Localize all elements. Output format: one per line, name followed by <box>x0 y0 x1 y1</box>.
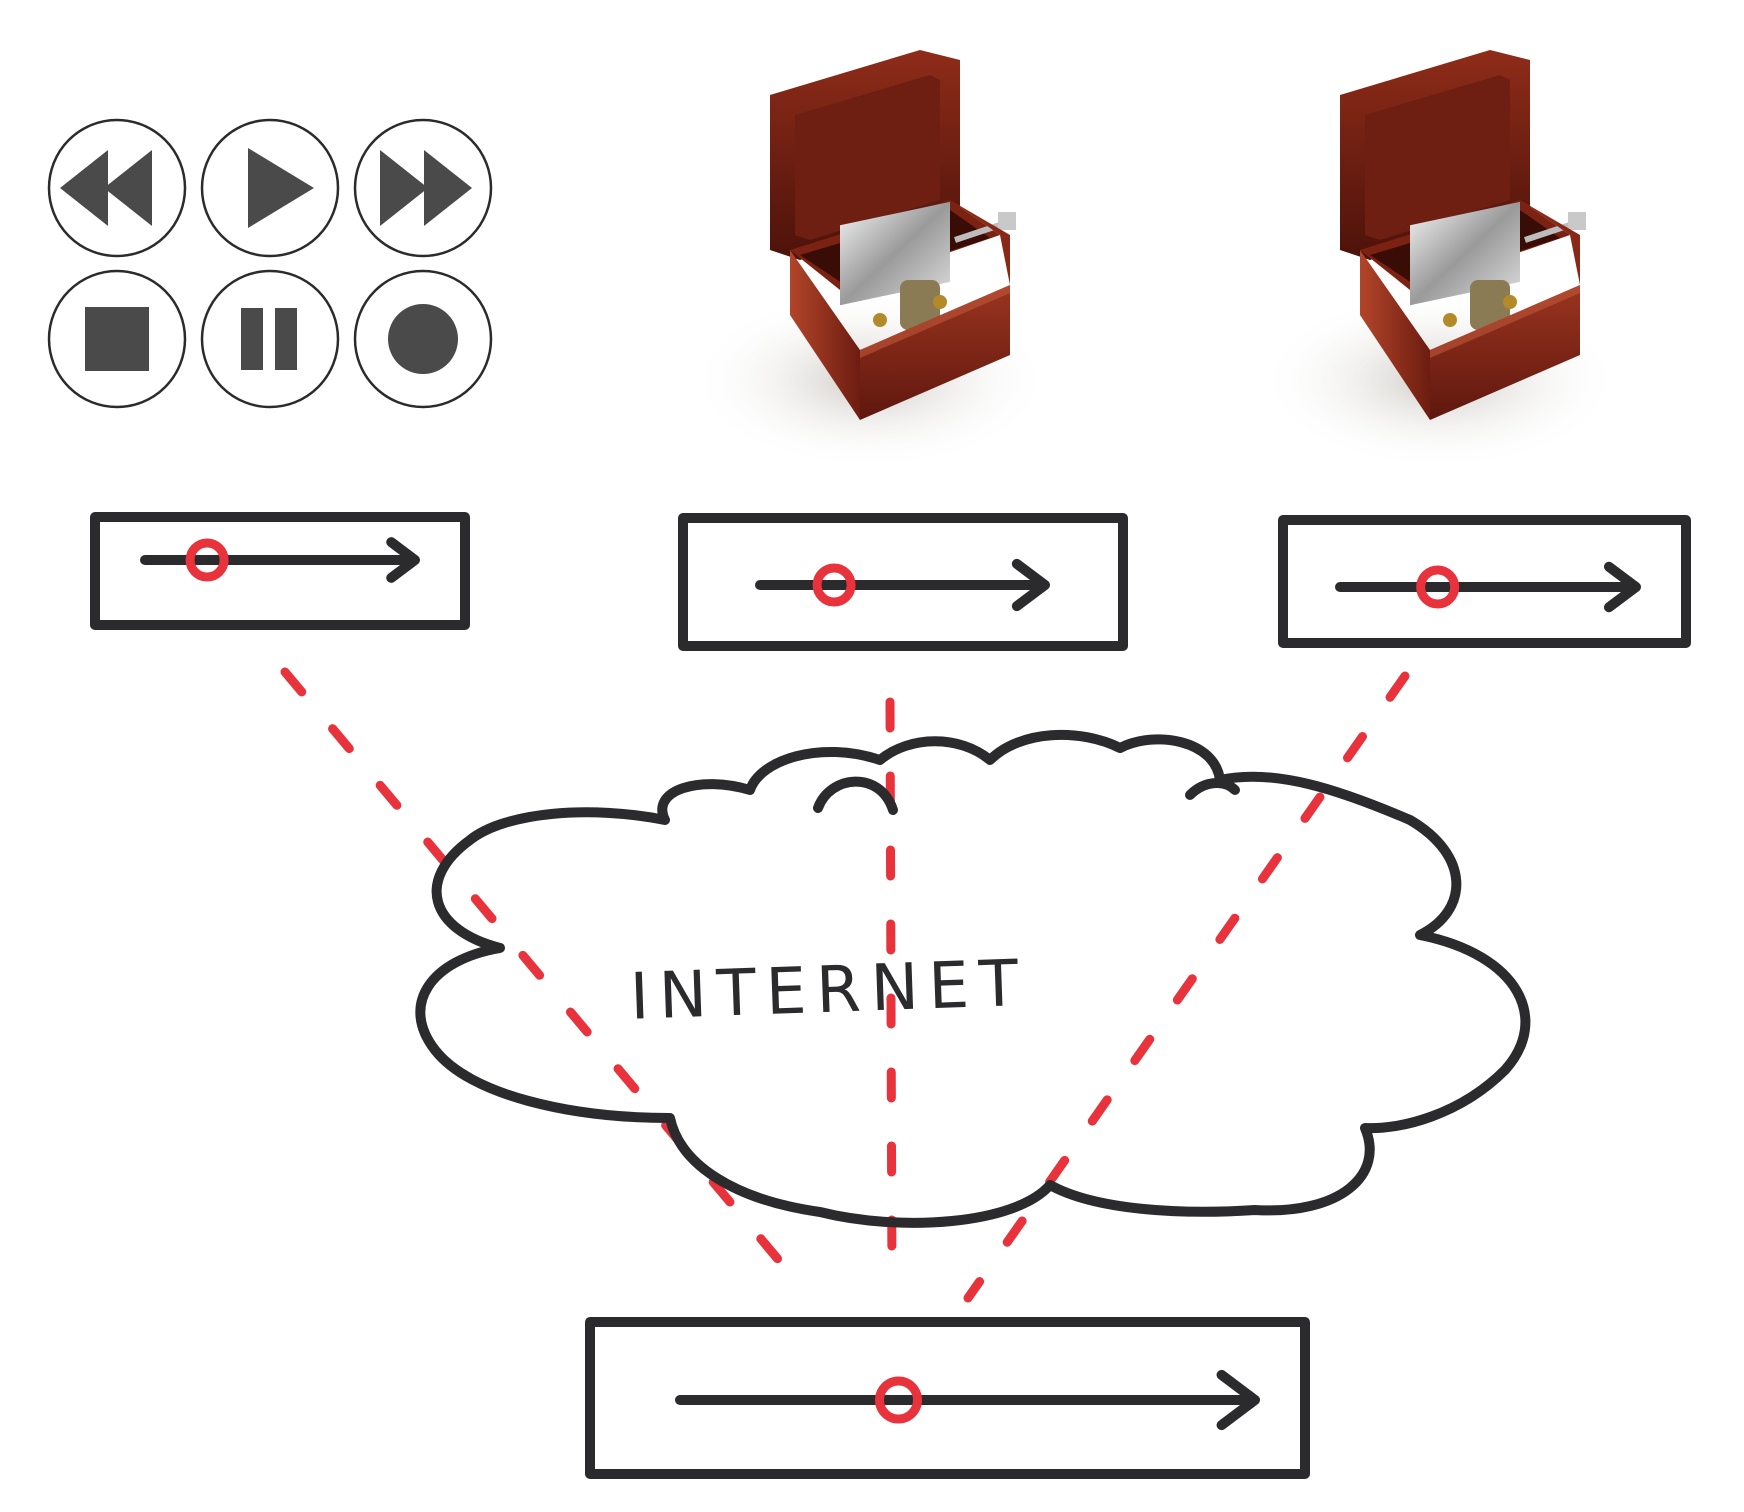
stop-icon <box>85 307 149 371</box>
music-box-image-1 <box>690 50 1050 470</box>
playhead-marker[interactable] <box>875 1376 922 1424</box>
pause-icon <box>241 308 297 370</box>
play-icon <box>248 148 314 228</box>
timeline-frame <box>585 1317 1310 1479</box>
cloud-label: INTERNET <box>629 947 1029 1035</box>
rewind-button[interactable] <box>47 118 187 258</box>
timeline-arrow <box>755 558 1050 612</box>
connection-line-right <box>963 671 1410 1303</box>
record-icon <box>388 304 458 374</box>
timeline-frame <box>678 513 1128 651</box>
play-button[interactable] <box>200 118 340 258</box>
internet-cloud: INTERNET <box>415 729 1531 1228</box>
fast-forward-button[interactable] <box>353 118 493 258</box>
pause-button[interactable] <box>200 269 340 409</box>
cloud-inner-arc <box>813 776 898 815</box>
playhead-marker[interactable] <box>185 538 229 582</box>
timeline-frame <box>90 512 470 630</box>
timeline-top-right[interactable] <box>1278 515 1691 648</box>
record-button[interactable] <box>353 269 493 409</box>
fast-forward-icon <box>380 150 472 226</box>
timeline-arrow <box>675 1369 1260 1431</box>
timeline-arrow <box>140 537 420 583</box>
timeline-top-center[interactable] <box>678 513 1128 651</box>
timeline-bottom[interactable] <box>585 1317 1310 1479</box>
cloud-inner-arc-right <box>1185 778 1240 800</box>
cloud-outline <box>415 729 1531 1228</box>
music-box-image-2 <box>1260 50 1620 470</box>
rewind-icon <box>60 150 152 226</box>
stop-button[interactable] <box>47 269 187 409</box>
connection-line-left <box>280 667 813 1300</box>
timeline-top-left[interactable] <box>90 512 470 630</box>
timeline-arrow <box>1335 561 1641 613</box>
playhead-marker[interactable] <box>1416 565 1460 609</box>
playhead-marker[interactable] <box>812 563 856 607</box>
playback-controls <box>47 118 493 409</box>
timeline-frame <box>1278 515 1691 648</box>
